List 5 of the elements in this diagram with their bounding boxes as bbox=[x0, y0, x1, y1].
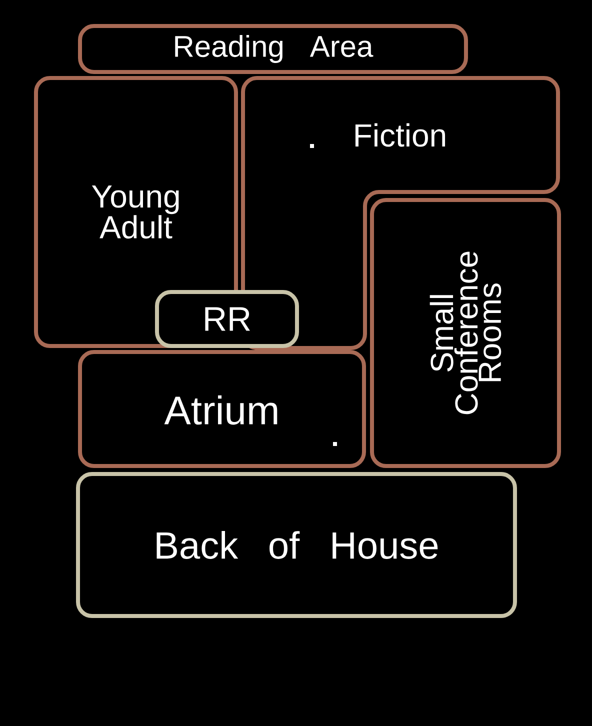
room-area: RR bbox=[155, 290, 299, 348]
room-area: Reading Area bbox=[78, 24, 468, 74]
room-area: Small Conference Rooms bbox=[370, 198, 561, 468]
room-area: Back of House bbox=[76, 472, 517, 618]
room-area: Atrium bbox=[78, 350, 366, 468]
